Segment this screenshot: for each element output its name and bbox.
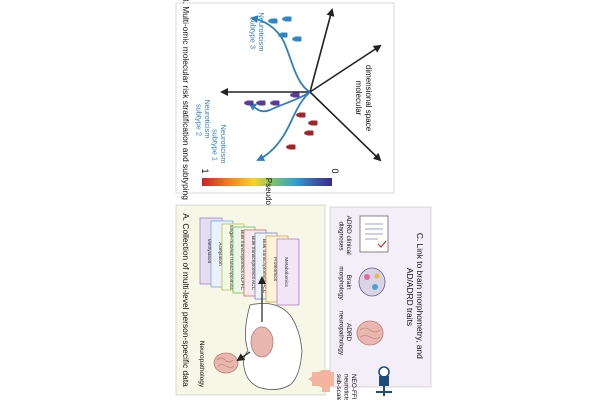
axis-label-dimensional-space: dimensional space (364, 65, 373, 132)
person-icon (244, 100, 254, 106)
adrd-brain-icon (356, 320, 384, 346)
clinical-diagnoses-label: ADRD clinical diagnoses (338, 216, 353, 257)
trajectory-curves (248, 15, 311, 161)
person-icon (270, 100, 280, 106)
subtype-2-label: Neuroticism subtype 2 (195, 99, 213, 140)
panel-c-title: C. Link to brain morphometry, and AD/ADR… (405, 233, 425, 361)
panel-a-title: A. Collection of multi-level person-spec… (181, 213, 191, 387)
omics-sheet-label: Proteomics (272, 257, 278, 282)
neo-ffi-label: NEO-FFI neuroticism sub-scale (335, 374, 357, 400)
pseudotime-colorbar (202, 178, 332, 186)
omics-sheet-label: Methylation (206, 239, 212, 264)
pseudotime-min-label: 0 (330, 168, 340, 173)
person-icon (290, 92, 300, 98)
omics-sheet-label: Bulk transcriptomics PCC (261, 239, 267, 294)
clinical-document-icon (359, 215, 389, 253)
person-icon (268, 18, 278, 24)
omics-sheet-label: Acetylation (217, 242, 223, 266)
person-icon (256, 100, 266, 106)
axis-arrow-upper-right (309, 8, 335, 93)
human-head-icon (243, 302, 303, 390)
brain-morphology-icon (358, 267, 386, 297)
trajectory-subtype-1 (256, 91, 311, 161)
axis-arrow-right (309, 44, 382, 93)
panel-a: A. Collection of multi-level person-spec… (175, 204, 326, 396)
pseudotime-label: Pseudotime (264, 178, 273, 221)
neuropathology-label: Neuropathology (198, 341, 205, 388)
brain-in-head-icon (250, 326, 274, 358)
omics-sheet-label: Metabolomics (283, 257, 289, 287)
neuropathology-brain-icon (213, 352, 239, 374)
molecular-space-axes (220, 8, 382, 162)
omics-sheet-label: Single-nucleus transcriptomics (228, 224, 234, 290)
pseudotime-max-label: 1 (200, 168, 210, 173)
adrd-neuropathology-label: ADRD neuropathology (338, 311, 353, 356)
person-icon (286, 144, 296, 150)
axis-label-molecular: molecular (354, 81, 363, 116)
omics-sheet-label: Bulk transcriptomics ACC (250, 236, 256, 291)
person-icon (278, 32, 288, 38)
subtype-labels: Neuroticism subtype 3 Neuroticism subtyp… (195, 12, 267, 165)
trajectory-subtype-2 (248, 91, 311, 113)
questionnaire-icon (376, 366, 392, 396)
pseudotime-scale: 0 1 Pseudotime (200, 168, 340, 220)
axis-arrow-lower-right (309, 91, 382, 162)
subtype-1-label: Neuroticism subtype 1 (211, 124, 229, 165)
neo-ffi-input: NEO-FFI neuroticism sub-scale (308, 366, 392, 405)
panel-c: C. Link to brain morphometry, and AD/ADR… (329, 206, 432, 388)
person-icon (308, 120, 318, 126)
person-icon (292, 36, 302, 42)
person-icon (304, 130, 314, 136)
brain-morphology-label: Brain morphology (338, 266, 353, 300)
trajectory-subtype-3 (250, 15, 311, 93)
omics-sheet-label: Bulk transcriptomics DLPFC (239, 230, 245, 291)
subtype-3-label: Neuroticism subtype 3 (249, 12, 267, 53)
panel-b-title: B. Multi-omic molecular risk stratificat… (181, 0, 191, 200)
omics-sheet (276, 238, 300, 306)
person-icon (296, 112, 306, 118)
panel-b: B. Multi-omic molecular risk stratificat… (175, 0, 395, 221)
person-icon (282, 16, 292, 22)
person-icons (244, 16, 318, 150)
arrow-to-neuropathology (236, 351, 251, 362)
